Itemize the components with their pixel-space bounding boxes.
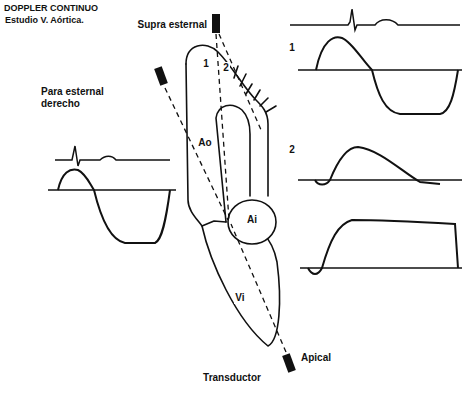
beam-number: 1 — [202, 58, 210, 70]
left-ventricle — [186, 64, 280, 346]
waveform-number: 1 — [288, 42, 296, 54]
transducer-label: Para esternal derecho — [40, 86, 122, 109]
transducer-label: Supra esternal — [137, 19, 208, 31]
doppler-beams — [165, 34, 286, 352]
transducer-label: Apical — [300, 352, 332, 364]
chamber-label: Vi — [234, 292, 245, 304]
heart-outline — [186, 45, 268, 196]
doppler-waveforms — [48, 9, 462, 274]
transducer-symbols — [154, 14, 296, 373]
beam-number: 2 — [222, 62, 230, 74]
diagram-title: DOPPLER CONTINUO — [4, 3, 98, 13]
aortic-valve — [202, 221, 226, 226]
chamber-label: Ao — [197, 137, 212, 149]
transducer-label: Transductor — [202, 372, 262, 384]
left-atrium — [228, 200, 276, 244]
subtitle: Estudio V. Aórtica. — [4, 15, 85, 25]
chamber-label: Ai — [246, 214, 258, 226]
arch-branches — [234, 66, 276, 112]
waveform-number: 2 — [288, 144, 296, 156]
